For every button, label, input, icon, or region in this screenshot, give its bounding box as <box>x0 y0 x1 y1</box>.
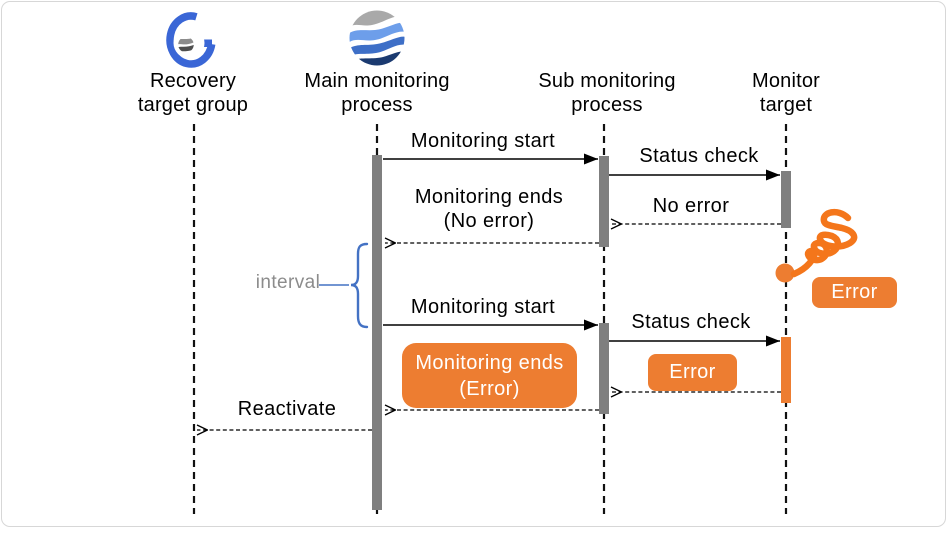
message-label-monitoring-start-2: Monitoring start <box>410 296 556 318</box>
error-dot <box>775 263 795 283</box>
message-label-no-error: No error <box>652 195 730 217</box>
message-line1: Monitoring ends <box>414 186 564 208</box>
actor-label-main-monitoring-process: Main monitoring process <box>304 69 449 117</box>
message-line2: (No error) <box>443 210 535 232</box>
logo-g-ring <box>166 12 216 68</box>
activation-bar-main <box>372 155 382 510</box>
actor-label-line2: process <box>341 94 413 116</box>
message-label-status-check-2: Status check <box>631 311 751 333</box>
error-badge-target: Error <box>812 277 897 308</box>
error-spring-icon <box>790 208 858 278</box>
actor-label-sub-monitoring-process: Sub monitoring process <box>538 69 675 117</box>
activation-bar-target-1 <box>781 171 791 228</box>
actor-label-recovery-target-group: Recovery target group <box>138 69 248 117</box>
actor-label-line1: Main monitoring <box>304 70 450 92</box>
error-badge-sub: Error <box>648 354 737 391</box>
message-label-status-check-1: Status check <box>639 145 759 167</box>
box-line1: Monitoring ends <box>415 351 564 374</box>
actor-label-line1: Sub monitoring <box>538 70 676 92</box>
actor-label-monitor-target: Monitor target <box>752 69 820 117</box>
logo-gray-waves <box>178 36 194 53</box>
interval-label: interval <box>255 272 321 293</box>
message-label-monitoring-start-1: Monitoring start <box>410 130 556 152</box>
actor-label-line2: target group <box>137 94 249 116</box>
actor-label-line2: process <box>571 94 643 116</box>
recovery-group-logo-icon <box>166 12 216 68</box>
main-monitoring-logo-icon <box>349 10 405 66</box>
message-label-monitoring-ends-no-error: Monitoring ends (No error) <box>415 185 563 233</box>
activation-bar-target-error <box>781 337 791 403</box>
actor-label-line2: target <box>759 94 813 116</box>
activation-bar-sub-2 <box>599 323 609 414</box>
actor-label-line1: Monitor <box>751 70 821 92</box>
box-line2: (Error) <box>459 377 520 400</box>
actor-label-line1: Recovery <box>149 70 237 92</box>
activation-bar-sub-1 <box>599 156 609 247</box>
interval-brace <box>350 242 369 329</box>
message-label-reactivate: Reactivate <box>237 398 337 420</box>
monitoring-ends-error-box: Monitoring ends (Error) <box>402 343 577 408</box>
